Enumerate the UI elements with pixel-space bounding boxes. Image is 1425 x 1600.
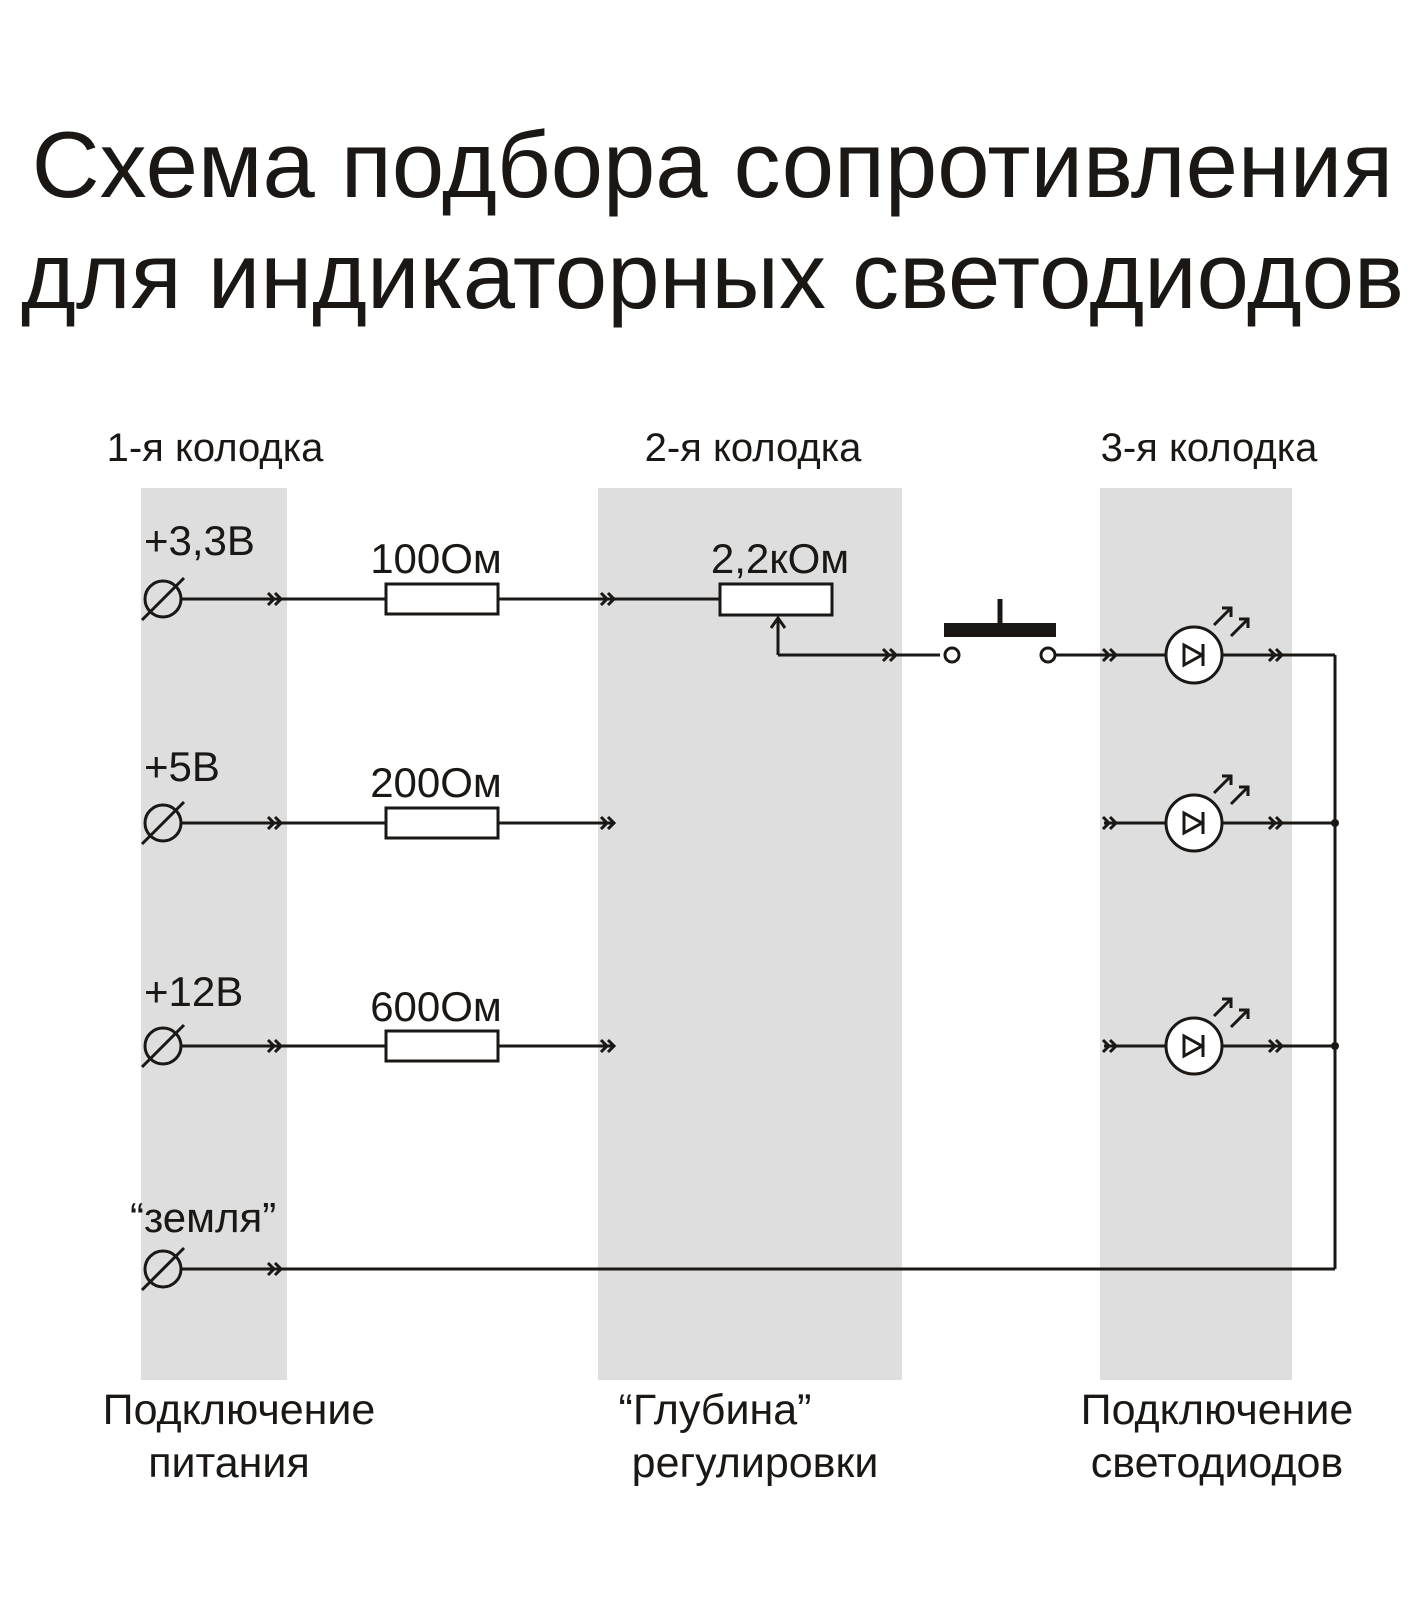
potentiometer-icon [718,582,834,617]
rail-1-resistor-label: 100Ом [370,535,502,582]
block-strip-3 [1100,488,1292,1380]
block-1-caption-line-1: Подключение [103,1386,376,1434]
block-3-caption-line-2: светодиодов [1091,1439,1343,1487]
block-1-header: 1-я колодка [107,426,325,470]
block-3-header: 3-я колодка [1101,426,1319,470]
ground-label: “земля” [130,1194,276,1241]
resistor-icon [384,806,500,840]
resistor-icon [384,582,500,616]
title-line-2: для индикаторных светодиодов [21,223,1404,328]
potentiometer-label: 2,2кОм [711,535,849,582]
rail-3-voltage: +12В [144,968,243,1015]
block-strip-1 [141,488,287,1380]
rail-2-resistor-label: 200Ом [370,759,502,806]
rail-2-voltage: +5В [144,743,220,790]
resistor-icon [384,1029,500,1063]
rail-1-voltage: +3,3В [144,517,255,564]
rail-3-resistor-label: 600Ом [370,983,502,1030]
push-button-icon [943,599,1057,664]
block-2-caption-line-1: “Глубина” [619,1386,812,1434]
block-2-caption-line-2: регулировки [632,1439,879,1487]
block-strip-2 [598,488,902,1380]
block-2-header: 2-я колодка [645,426,863,470]
block-1-caption-line-2: питания [148,1439,309,1487]
title-line-1: Схема подбора сопротивления [31,112,1394,217]
block-3-caption-line-1: Подключение [1081,1386,1354,1434]
